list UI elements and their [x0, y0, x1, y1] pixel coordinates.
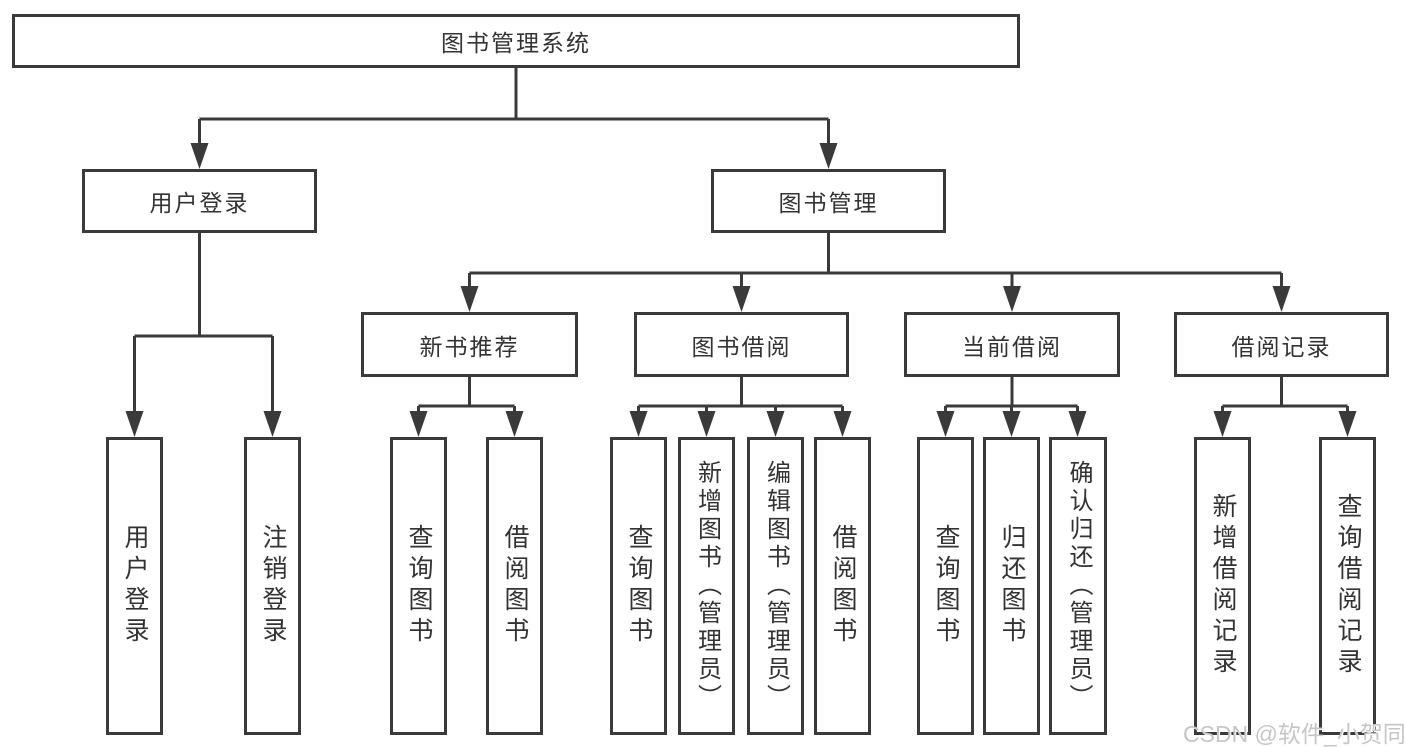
node-book-management: 图书管理 [711, 169, 946, 233]
node-book-borrowing-label: 图书借阅 [691, 333, 792, 360]
leaf-return-books: 归还图书 [983, 437, 1040, 735]
leaf-edit-books-admin-label: 编辑图书（管理员） [762, 460, 790, 712]
leaf-return-books-label: 归还图书 [998, 524, 1026, 648]
leaf-query-books-newrec: 查询图书 [390, 437, 447, 735]
leaf-query-books-borrow-label: 查询图书 [625, 524, 653, 648]
leaf-logout-label: 注销登录 [259, 524, 287, 648]
arrowheads [125, 143, 1357, 437]
watermark-text: CSDN @软件_小贺同学 [1183, 721, 1405, 747]
node-current-borrowing-label: 当前借阅 [962, 333, 1062, 360]
node-borrowing-records: 借阅记录 [1174, 312, 1389, 377]
leaf-add-borrow-record: 新增借阅记录 [1194, 437, 1251, 735]
node-new-book-recommendation-label: 新书推荐 [419, 333, 520, 360]
leaf-add-books-admin: 新增图书（管理员） [678, 437, 735, 735]
node-borrowing-records-label: 借阅记录 [1231, 333, 1332, 360]
leaf-query-books-borrow: 查询图书 [610, 437, 667, 735]
leaf-borrow-books-borrow: 借阅图书 [814, 437, 871, 735]
node-library-system-label: 图书管理系统 [441, 30, 591, 56]
leaf-query-borrow-record-label: 查询借阅记录 [1334, 493, 1362, 679]
branch-lines [133, 68, 1349, 412]
node-current-borrowing: 当前借阅 [904, 312, 1120, 377]
leaf-confirm-return-admin: 确认归还（管理员） [1049, 437, 1107, 735]
leaf-logout: 注销登录 [244, 437, 301, 735]
leaf-add-books-admin-label: 新增图书（管理员） [693, 460, 721, 712]
node-user-login-label: 用户登录 [149, 190, 250, 216]
watermark-csdn: CSDN @软件_小贺同学 [1183, 715, 1405, 747]
leaf-add-borrow-record-label: 新增借阅记录 [1209, 493, 1237, 679]
leaf-borrow-books-newrec: 借阅图书 [486, 437, 543, 735]
node-library-system: 图书管理系统 [12, 14, 1020, 68]
node-new-book-recommendation: 新书推荐 [361, 312, 578, 377]
leaf-query-borrow-record: 查询借阅记录 [1319, 437, 1376, 735]
node-book-management-label: 图书管理 [778, 190, 879, 216]
leaf-edit-books-admin: 编辑图书（管理员） [747, 437, 804, 735]
leaf-confirm-return-admin-label: 确认归还（管理员） [1065, 460, 1092, 712]
leaf-query-books-current-label: 查询图书 [932, 524, 960, 648]
leaf-user-login: 用户登录 [106, 437, 163, 735]
leaf-query-books-newrec-label: 查询图书 [405, 524, 433, 648]
leaf-query-books-current: 查询图书 [917, 437, 974, 735]
leaf-user-login-label: 用户登录 [121, 524, 149, 648]
leaf-borrow-books-newrec-label: 借阅图书 [501, 524, 529, 648]
leaf-borrow-books-borrow-label: 借阅图书 [829, 524, 857, 648]
node-book-borrowing: 图书借阅 [634, 312, 849, 377]
node-user-login: 用户登录 [82, 169, 317, 233]
